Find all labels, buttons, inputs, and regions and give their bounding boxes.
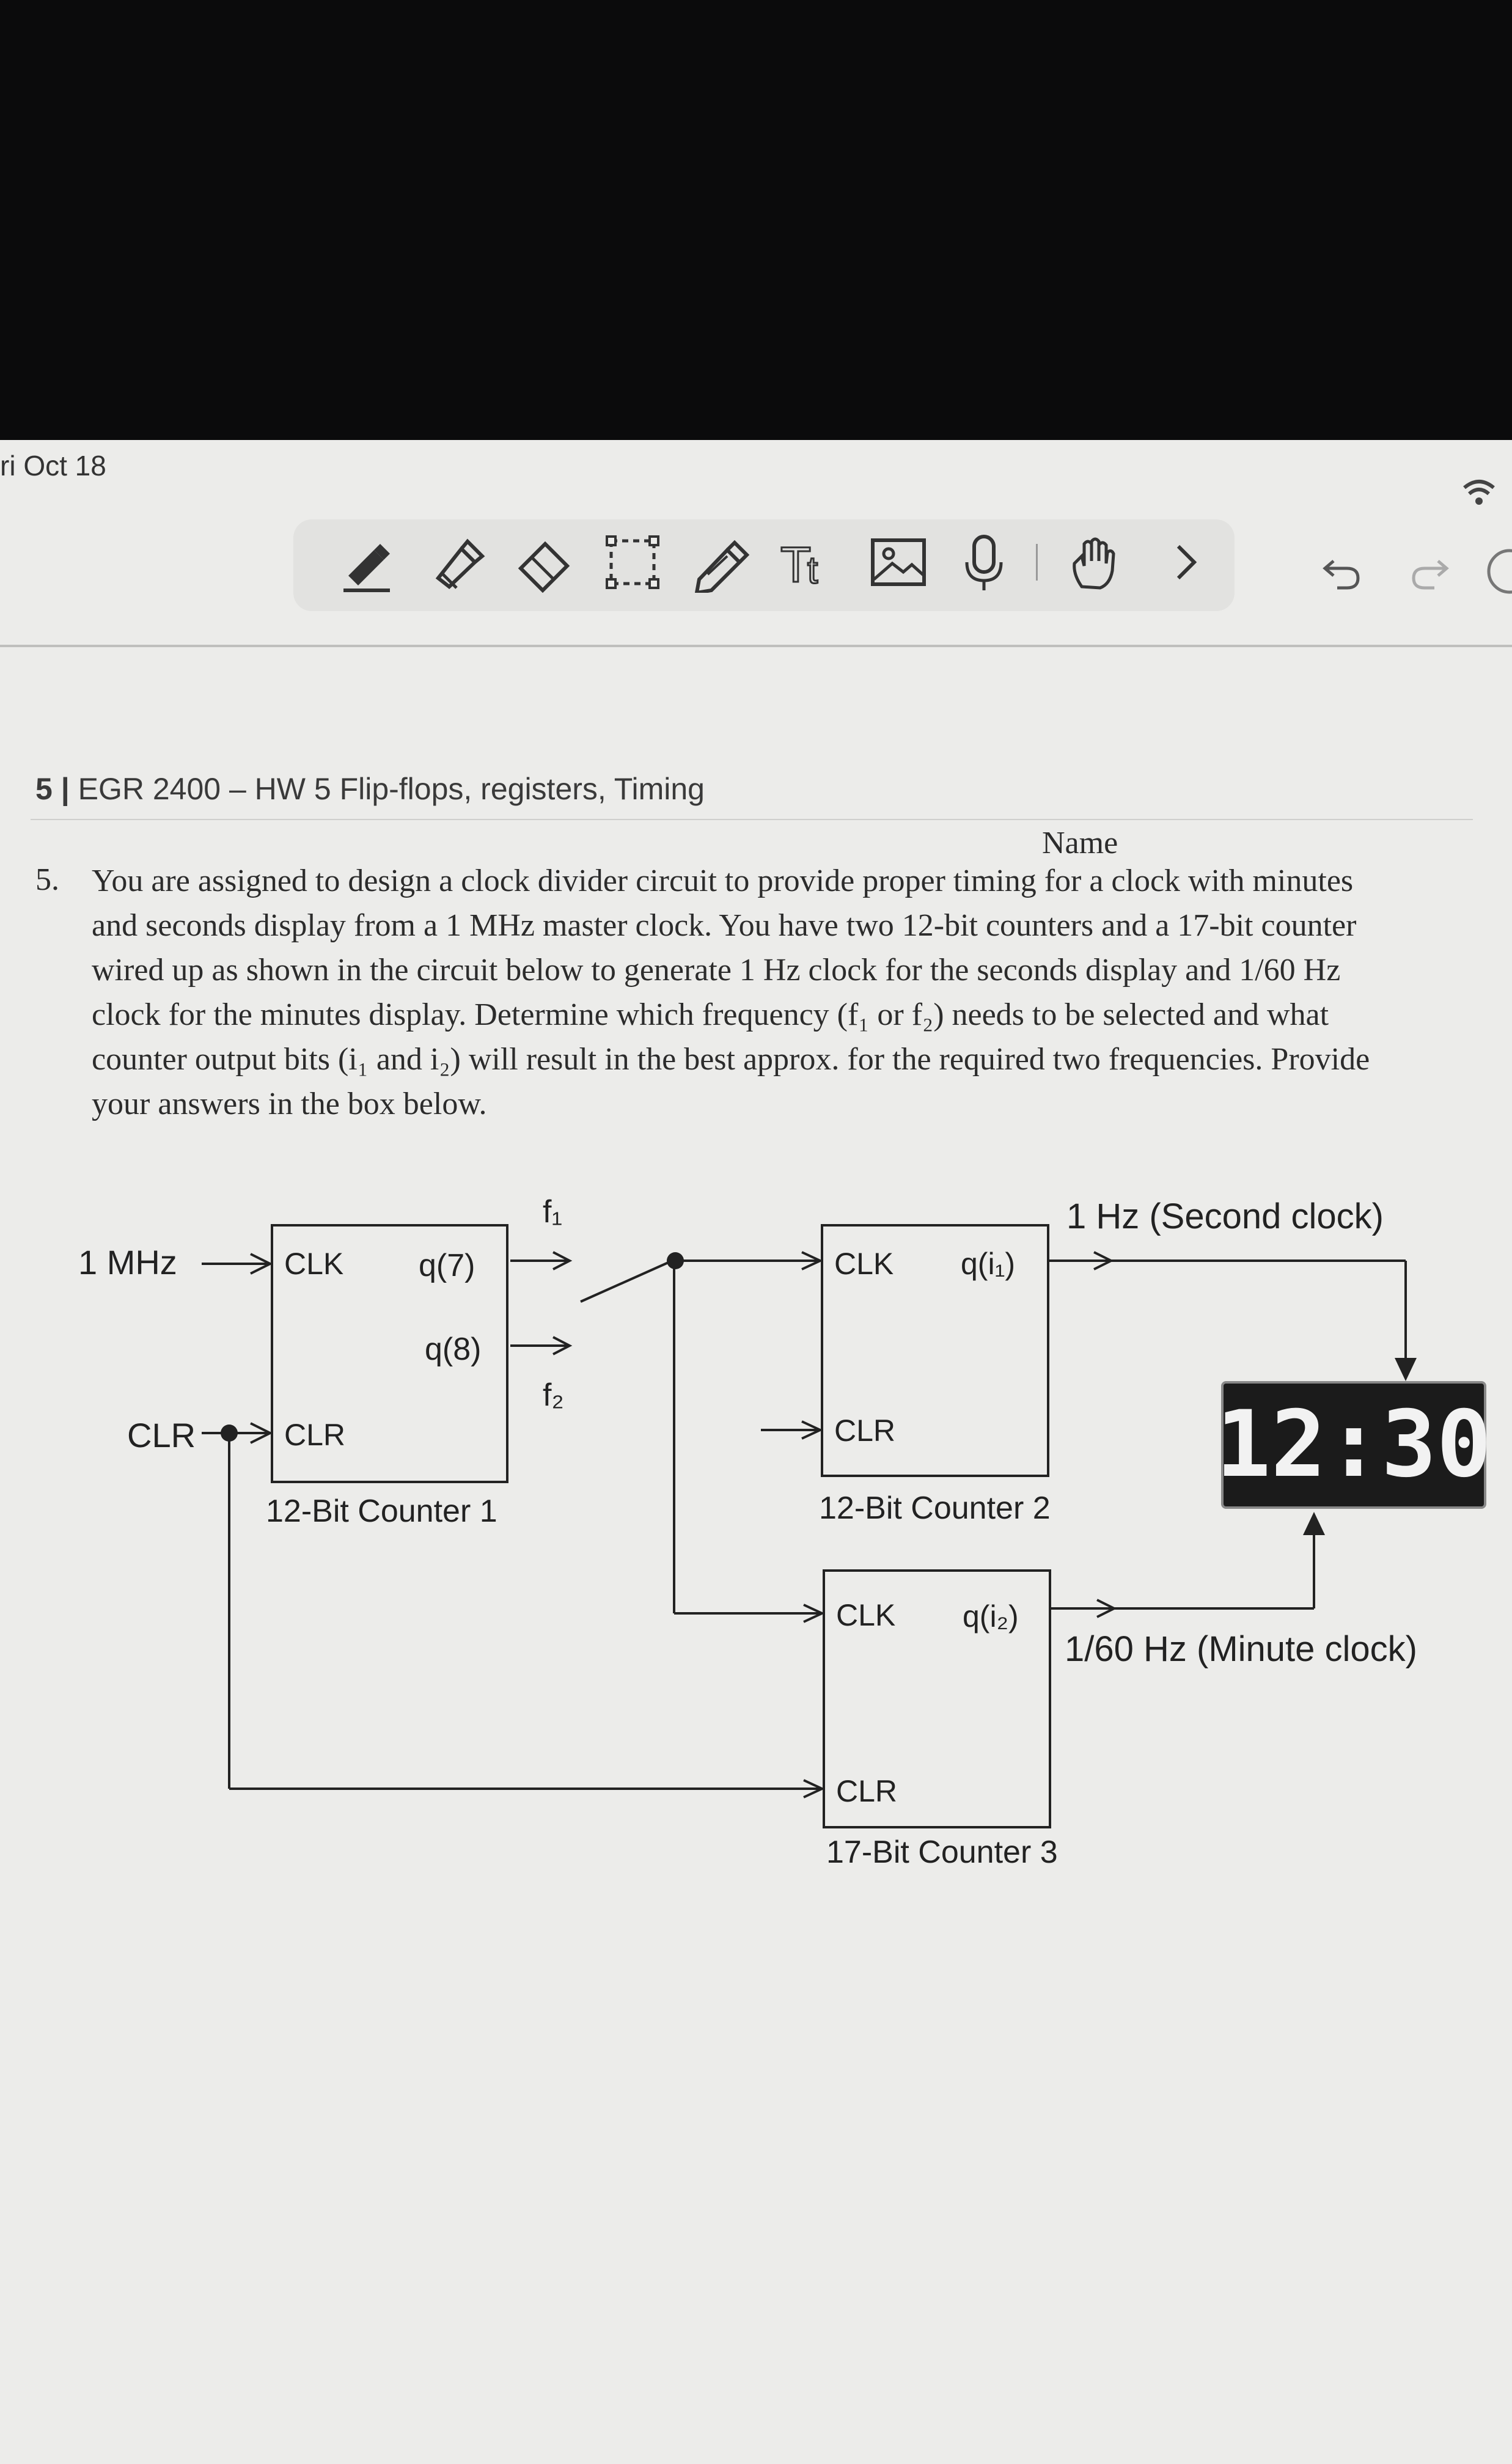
counter3-clr-label: CLR: [836, 1774, 897, 1808]
arrowhead-down: [1395, 1358, 1417, 1381]
counter2-clk-label: CLK: [834, 1247, 894, 1281]
toolbar-divider: [0, 645, 1512, 647]
wifi-icon: [1463, 480, 1495, 505]
second-clock-label: 1 Hz (Second clock): [1066, 1197, 1384, 1236]
f1-label: f₁: [543, 1194, 562, 1230]
more-icon[interactable]: [1485, 547, 1512, 596]
microphone-icon[interactable]: [953, 532, 1015, 593]
counter1-clk-label: CLK: [284, 1247, 343, 1281]
svg-text:T: T: [780, 537, 811, 593]
question-line: clock for the minutes display. Determine…: [92, 997, 1329, 1032]
clock-display: [1221, 1381, 1486, 1509]
question-line: your answers in the box below.: [92, 1087, 487, 1121]
redo-icon[interactable]: [1409, 550, 1451, 593]
chevron-right-icon[interactable]: [1155, 532, 1216, 593]
f2-label: f₂: [543, 1377, 564, 1413]
page-number: 5 |: [35, 772, 70, 806]
counter2-box: [821, 1224, 1049, 1477]
status-date: ri Oct 18: [0, 450, 106, 482]
counter1-title: 12-Bit Counter 1: [266, 1494, 497, 1529]
question-line: and seconds display from a 1 MHz master …: [92, 908, 1357, 943]
question-line: counter output bits (i₁ and i₂) will res…: [92, 1042, 1370, 1077]
course-title: EGR 2400 – HW 5 Flip-flops, registers, T…: [78, 772, 705, 806]
junction-dot: [221, 1425, 238, 1442]
question-text: You are assigned to design a clock divid…: [92, 859, 1473, 1126]
counter1-q8-label: q(8): [425, 1332, 481, 1367]
highlighter-icon[interactable]: [425, 532, 486, 593]
header-rule: [31, 819, 1473, 820]
clr-input-label: CLR: [127, 1416, 196, 1454]
counter2-clr-label: CLR: [834, 1414, 895, 1448]
image-icon[interactable]: [868, 532, 929, 593]
text-icon[interactable]: T t: [779, 532, 840, 593]
question-number: 5.: [35, 862, 59, 897]
touch-icon[interactable]: [1063, 532, 1125, 593]
minute-clock-label: 1/60 Hz (Minute clock): [1065, 1629, 1417, 1669]
eraser-icon[interactable]: [513, 532, 574, 593]
circuit-diagram: 1 MHz CLR CLK CLR q(7) q(8) 12-Bit Count…: [78, 1194, 1492, 1870]
input-clock-label: 1 MHz: [78, 1243, 177, 1282]
junction-dot: [667, 1252, 684, 1269]
counter1-clr-label: CLR: [284, 1418, 345, 1452]
clock-display-time: 12:30: [1216, 1392, 1492, 1498]
lasso-icon[interactable]: [602, 532, 663, 593]
counter3-output-label: q(i₂): [963, 1599, 1019, 1634]
toolbar-separator: [1036, 544, 1038, 581]
question-line: You are assigned to design a clock divid…: [92, 864, 1354, 898]
pencil-icon[interactable]: [691, 532, 752, 593]
counter3-box: [823, 1569, 1051, 1828]
name-label: Name: [1042, 826, 1118, 860]
counter3-clk-label: CLK: [836, 1598, 895, 1632]
page-header: 5 | EGR 2400 – HW 5 Flip-flops, register…: [35, 771, 705, 807]
counter2-title: 12-Bit Counter 2: [819, 1491, 1051, 1526]
svg-text:t: t: [807, 549, 818, 592]
pen-icon[interactable]: [336, 532, 397, 593]
arrowhead-up: [1303, 1512, 1325, 1535]
counter1-q7-label: q(7): [419, 1248, 475, 1283]
counter1-box: [271, 1224, 508, 1483]
counter3-title: 17-Bit Counter 3: [826, 1835, 1058, 1870]
question-line: wired up as shown in the circuit below t…: [92, 953, 1341, 988]
counter2-output-label: q(i₁): [961, 1247, 1015, 1281]
camera-dark-area: [0, 0, 1512, 464]
undo-icon[interactable]: [1320, 550, 1363, 593]
